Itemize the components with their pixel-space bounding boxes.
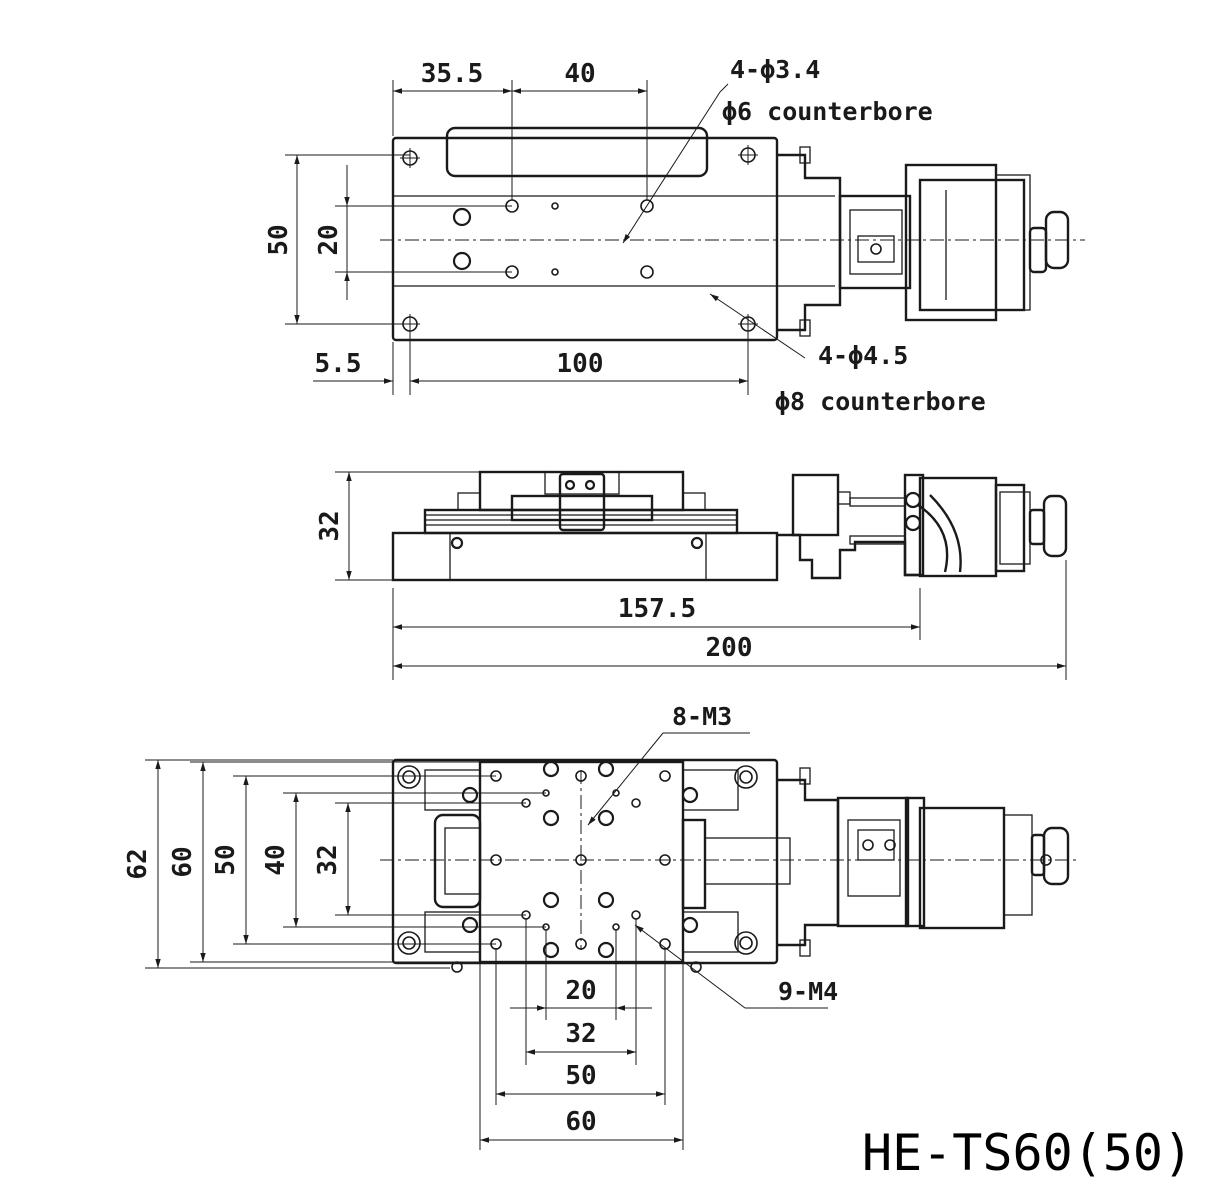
dim-20-top: 20 [314,224,344,255]
dim-200: 200 [706,633,753,663]
dim-35-5: 35.5 [421,59,484,89]
dim-157-5: 157.5 [618,594,696,624]
dim-50-top: 50 [264,224,294,255]
note-small-cbore: ϕ6 counterbore [722,97,933,126]
dim-v-32: 32 [313,844,343,875]
dim-v-50: 50 [211,844,241,875]
dim-v-62: 62 [123,848,153,879]
bottom-view: 62 60 50 40 32 20 32 50 60 [123,702,1080,1150]
top-view: 35.5 40 50 20 5.5 100 4-ϕ3.4 ϕ6 counterb… [264,55,1085,416]
dim-v-40: 40 [261,844,291,875]
note-8-m3: 8-M3 [672,702,732,731]
dim-32-side: 32 [315,510,345,541]
dim-h-50: 50 [565,1061,596,1091]
dim-v-60: 60 [168,846,198,877]
model-label: HE-TS60(50) [862,1124,1193,1182]
counterbore-hole-large [400,145,758,334]
note-small-holes: 4-ϕ3.4 [730,55,820,84]
side-view: 32 157.5 200 [315,470,1068,680]
dim-h-60: 60 [565,1107,596,1137]
dim-h-32: 32 [565,1019,596,1049]
note-large-holes: 4-ϕ4.5 [818,341,908,370]
dim-40: 40 [564,59,595,89]
note-large-cbore: ϕ8 counterbore [775,387,986,416]
counterbore-hole-small [505,199,654,279]
dim-100: 100 [557,349,604,379]
note-9-m4: 9-M4 [778,977,838,1006]
dim-h-20: 20 [565,976,596,1006]
dim-5-5: 5.5 [315,349,362,379]
